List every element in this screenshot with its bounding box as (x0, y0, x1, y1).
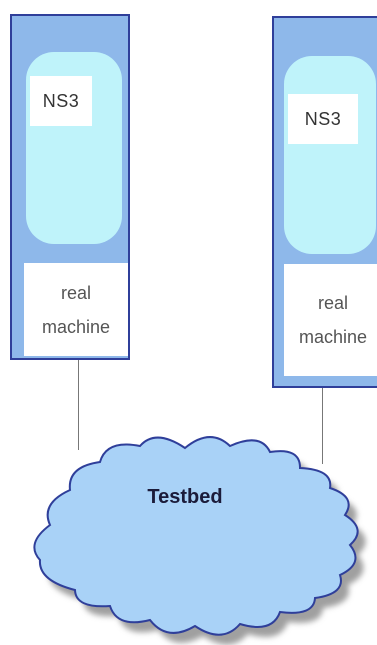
left-real-machine: real machine (24, 263, 128, 356)
left-node: NS3 real machine (10, 14, 130, 360)
right-simulator-area (284, 56, 376, 254)
right-link-line (322, 388, 323, 464)
cloud-label: Testbed (147, 486, 223, 508)
right-simulator-label: NS3 (288, 94, 358, 144)
left-machine-label-line1: real (60, 282, 91, 303)
right-machine-label-line1: real (317, 293, 348, 313)
left-link-line (78, 360, 79, 450)
left-simulator-label: NS3 (30, 76, 92, 126)
right-node: NS3 real machine (272, 16, 377, 388)
right-machine-label-line2: machine (298, 327, 368, 347)
right-real-machine: real machine (284, 264, 377, 376)
left-machine-label-line2: machine (41, 316, 111, 337)
testbed-cloud (33, 436, 359, 636)
